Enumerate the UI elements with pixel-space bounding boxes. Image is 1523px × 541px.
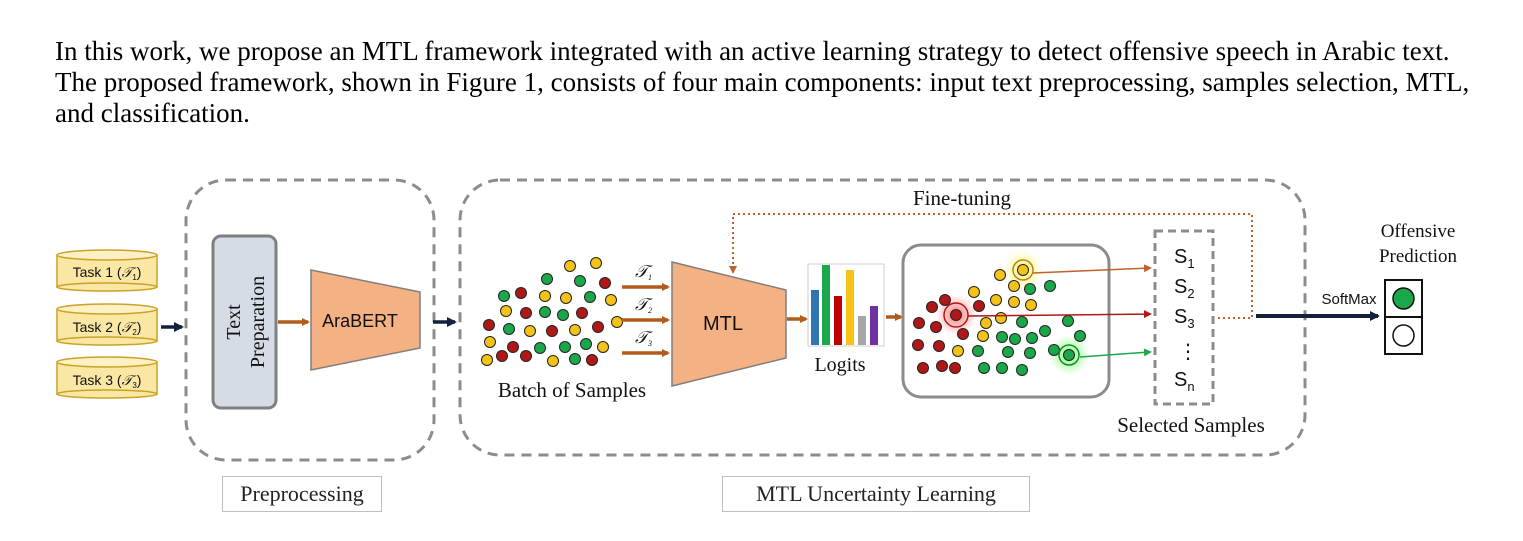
selected-samples-label: Selected Samples [1117, 413, 1265, 437]
svg-text:𝒯2: 𝒯2 [635, 295, 653, 315]
text-preparation-line1: Text [223, 304, 245, 340]
svg-text:⋮: ⋮ [1178, 341, 1198, 363]
selected-s1: S [1174, 246, 1187, 268]
logit-bar [846, 270, 854, 345]
task-arrows: 𝒯1 𝒯2 𝒯3 [622, 262, 670, 357]
svg-text:𝒯1: 𝒯1 [635, 262, 653, 282]
logit-bar [822, 265, 830, 345]
select-arrow-s3 [967, 310, 1152, 319]
prediction-title-line1: Offensive [1381, 221, 1456, 242]
batch-of-samples-dots [481, 257, 623, 367]
svg-text:𝒯3: 𝒯3 [635, 328, 653, 348]
text-preparation-line2: Preparation [247, 276, 269, 368]
task-1-cylinder: Task 1 (𝒯1) [56, 249, 158, 292]
not-offensive-indicator [1392, 324, 1415, 347]
task-2-label: Task 2 ( [73, 319, 122, 335]
arabert-label: AraBERT [322, 311, 398, 331]
text-preparation-box [211, 234, 278, 410]
select-arrow-s-green [1079, 348, 1152, 358]
prediction-output [1384, 279, 1423, 355]
selected-sn: S [1174, 369, 1187, 391]
logits-chart [807, 263, 885, 347]
selected-s2: S [1174, 276, 1187, 298]
logit-bar [858, 316, 866, 345]
svg-text:Task 3 (𝒯3): Task 3 (𝒯3) [73, 372, 142, 390]
svg-text:Sn: Sn [1174, 369, 1195, 394]
fine-tuning-label: Fine-tuning [913, 186, 1011, 210]
task-3-cylinder: Task 3 (𝒯3) [56, 356, 158, 399]
svg-text:S1: S1 [1174, 246, 1195, 271]
svg-text:Task 1 (𝒯1): Task 1 (𝒯1) [73, 264, 142, 282]
selected-s3: S [1174, 306, 1187, 328]
selected-samples-list: S1 S2 S3 ⋮ Sn [1174, 246, 1198, 394]
fine-tuning-loop [729, 213, 1253, 319]
task-1-label: Task 1 ( [73, 264, 122, 280]
preprocessing-caption: Preprocessing [222, 476, 382, 512]
logit-bar [834, 296, 842, 345]
svg-text:Task 2 (𝒯2): Task 2 (𝒯2) [73, 319, 142, 337]
select-arrow-s1 [1032, 264, 1152, 274]
mtl-uncertainty-caption: MTL Uncertainty Learning [722, 476, 1030, 512]
logit-bar [811, 290, 819, 345]
logit-bar [870, 306, 878, 345]
uncertainty-dots [912, 250, 1089, 376]
logits-label: Logits [814, 354, 865, 376]
selected-ellipsis: ⋮ [1178, 341, 1198, 363]
task-2-cylinder: Task 2 (𝒯2) [56, 303, 158, 346]
batch-of-samples-label: Batch of Samples [498, 378, 646, 402]
preprocessing-box [184, 178, 436, 462]
offensive-indicator [1392, 287, 1415, 310]
mtl-label: MTL [703, 313, 743, 335]
task-3-label: Task 3 ( [73, 372, 122, 388]
svg-text:S2: S2 [1174, 276, 1195, 301]
svg-text:S3: S3 [1174, 306, 1195, 331]
selected-samples-box [1153, 229, 1215, 406]
softmax-label: SoftMax [1321, 291, 1377, 308]
prediction-title-line2: Prediction [1379, 246, 1458, 267]
mtl-block [671, 261, 787, 387]
intro-paragraph: In this work, we propose an MTL framewor… [55, 36, 1470, 128]
task-cylinders: Task 1 (𝒯1) Task 2 (𝒯2) Task 3 (𝒯3) [56, 249, 158, 399]
arabert-block [310, 269, 421, 371]
